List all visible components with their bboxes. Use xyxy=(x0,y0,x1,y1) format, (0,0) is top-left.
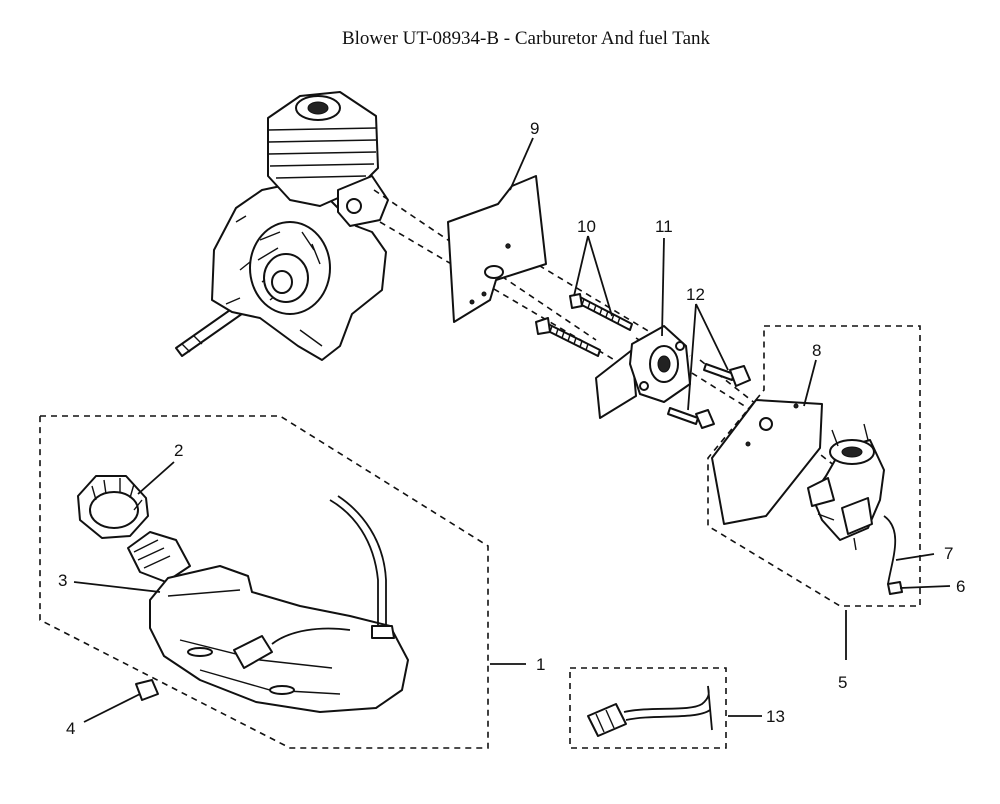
callout-11: 11 xyxy=(655,217,673,236)
callout-1: 1 xyxy=(536,655,545,674)
callout-6: 6 xyxy=(956,577,965,596)
callout-3: 3 xyxy=(58,571,67,590)
fuel-tank-assembly xyxy=(77,475,409,713)
callout-10: 10 xyxy=(577,217,596,236)
callout-9: 9 xyxy=(530,119,539,138)
adapter-part-11 xyxy=(595,325,691,419)
gasket-plate-part-8 xyxy=(711,399,823,525)
callout-8: 8 xyxy=(812,341,821,360)
callout-13: 13 xyxy=(766,707,785,726)
diagram-title: Blower UT-08934-B - Carburetor And fuel … xyxy=(341,28,711,49)
bolts-part-10 xyxy=(535,293,633,357)
callout-4: 4 xyxy=(66,719,75,738)
engine-block xyxy=(175,91,389,361)
fuel-line-part-13 xyxy=(587,685,713,737)
screws-part-12 xyxy=(667,363,751,429)
callout-12: 12 xyxy=(686,285,705,304)
carburetor xyxy=(807,423,903,595)
callout-5: 5 xyxy=(838,673,847,692)
callout-2: 2 xyxy=(174,441,183,460)
gasket-part-9 xyxy=(447,175,547,323)
callout-7: 7 xyxy=(944,544,953,563)
